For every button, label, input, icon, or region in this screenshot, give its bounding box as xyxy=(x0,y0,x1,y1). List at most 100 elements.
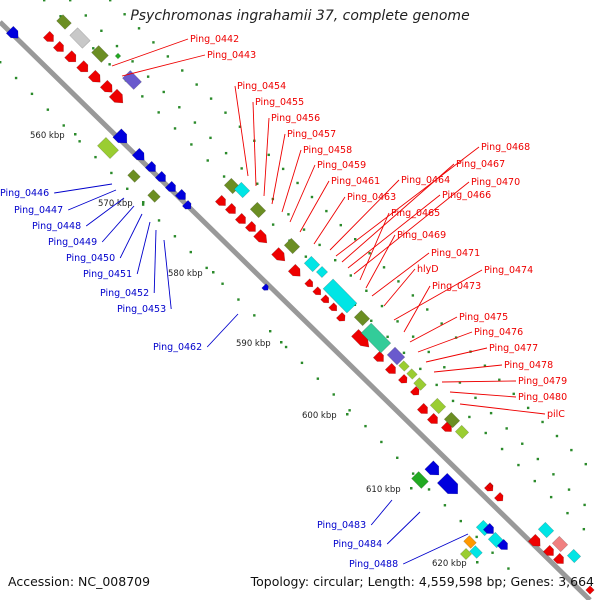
feature-olive[interactable] xyxy=(56,14,72,30)
forward-cds-feature[interactable] xyxy=(52,40,66,54)
feature-cyan[interactable] xyxy=(566,548,582,564)
forward-cds-feature[interactable] xyxy=(397,373,409,385)
feature-teal[interactable] xyxy=(360,322,392,354)
reverse-gene-label[interactable]: Ping_0488 xyxy=(349,559,398,570)
reverse-cds-feature[interactable] xyxy=(131,147,148,164)
forward-gene-label[interactable]: Ping_0471 xyxy=(431,248,480,259)
reverse-gene-label[interactable]: Ping_0446 xyxy=(0,188,49,199)
feature-cyan[interactable] xyxy=(315,265,329,279)
reverse-gene-label[interactable]: Ping_0453 xyxy=(117,304,166,315)
feature-lime[interactable] xyxy=(454,424,470,440)
forward-cds-feature[interactable] xyxy=(493,491,505,503)
feature-olive[interactable] xyxy=(353,309,371,327)
forward-cds-feature[interactable] xyxy=(99,79,116,96)
feature-lime[interactable] xyxy=(398,360,410,372)
reverse-gene-label[interactable]: Ping_0462 xyxy=(153,342,202,353)
forward-cds-feature[interactable] xyxy=(384,362,398,376)
feature-forward_cds[interactable] xyxy=(486,482,494,490)
forward-gene-label[interactable]: Ping_0461 xyxy=(331,176,380,187)
forward-gene-label[interactable]: pilC xyxy=(547,409,565,420)
forward-gene-label[interactable]: Ping_0474 xyxy=(484,265,533,276)
forward-cds-feature[interactable] xyxy=(335,311,347,323)
forward-cds-feature[interactable] xyxy=(304,278,316,290)
forward-cds-feature[interactable] xyxy=(108,88,127,107)
forward-gene-label[interactable]: Ping_0478 xyxy=(504,360,553,371)
forward-cds-feature[interactable] xyxy=(253,229,271,247)
reverse-cds-feature[interactable] xyxy=(112,128,131,147)
forward-gene-label[interactable]: Ping_0465 xyxy=(391,208,440,219)
feature-lime[interactable] xyxy=(413,377,427,391)
feature-olive[interactable] xyxy=(127,169,141,183)
reverse-gene-label[interactable]: Ping_0483 xyxy=(317,520,366,531)
forward-gene-label[interactable]: hlyD xyxy=(417,264,439,275)
reverse-cds-feature[interactable] xyxy=(164,180,178,194)
forward-gene-label[interactable]: Ping_0473 xyxy=(432,281,481,292)
forward-cds-feature[interactable] xyxy=(244,220,258,234)
feature-cyan[interactable] xyxy=(469,545,483,559)
reverse-gene-label[interactable]: Ping_0447 xyxy=(14,205,63,216)
reverse-cds-feature[interactable] xyxy=(154,170,168,184)
reverse-cds-feature[interactable] xyxy=(482,522,496,536)
reverse-cds-feature[interactable] xyxy=(174,188,188,202)
feature-lime[interactable] xyxy=(406,368,418,380)
forward-cds-feature[interactable] xyxy=(64,50,80,66)
forward-gene-label[interactable]: Ping_0477 xyxy=(489,343,538,354)
forward-cds-feature[interactable] xyxy=(76,60,92,76)
forward-gene-label[interactable]: Ping_0467 xyxy=(456,159,505,170)
forward-cds-feature[interactable] xyxy=(426,412,440,426)
reverse-gene-label[interactable]: Ping_0484 xyxy=(333,539,382,550)
forward-cds-feature[interactable] xyxy=(320,294,332,306)
forward-cds-feature[interactable] xyxy=(552,552,566,566)
forward-cds-feature[interactable] xyxy=(42,30,56,44)
forward-gene-label[interactable]: Ping_0457 xyxy=(287,129,336,140)
feature-grey[interactable] xyxy=(69,27,91,49)
reverse-gene-label[interactable]: Ping_0449 xyxy=(48,237,97,248)
forward-gene-label[interactable]: Ping_0458 xyxy=(303,145,352,156)
reverse-cds-feature[interactable] xyxy=(144,160,158,174)
feature-forward_cds[interactable] xyxy=(585,585,595,595)
forward-gene-label[interactable]: Ping_0459 xyxy=(317,160,366,171)
feature-lime[interactable] xyxy=(429,397,447,415)
forward-gene-label[interactable]: Ping_0456 xyxy=(271,113,320,124)
reverse-gene-label[interactable]: Ping_0452 xyxy=(100,288,149,299)
forward-cds-feature[interactable] xyxy=(271,247,289,265)
forward-gene-label[interactable]: Ping_0475 xyxy=(459,312,508,323)
reverse-gene-label[interactable]: Ping_0450 xyxy=(66,253,115,264)
forward-gene-label[interactable]: Ping_0454 xyxy=(237,81,286,92)
forward-cds-feature[interactable] xyxy=(234,212,248,226)
reverse-cds-feature[interactable] xyxy=(5,25,22,42)
forward-gene-label[interactable]: Ping_0463 xyxy=(347,192,396,203)
feature-olive[interactable] xyxy=(249,201,267,219)
reverse-cds-feature[interactable] xyxy=(424,460,443,479)
feature-olive[interactable] xyxy=(91,45,109,63)
feature-pink[interactable] xyxy=(551,535,569,553)
feature-slate[interactable] xyxy=(122,70,142,90)
feature-slate[interactable] xyxy=(386,346,406,366)
forward-gene-label[interactable]: Ping_0443 xyxy=(207,50,256,61)
forward-cds-feature[interactable] xyxy=(287,263,304,280)
forward-gene-label[interactable]: Ping_0466 xyxy=(442,190,491,201)
feature-lime[interactable] xyxy=(97,137,119,159)
forward-cds-feature[interactable] xyxy=(416,402,430,416)
forward-cds-feature[interactable] xyxy=(312,286,324,298)
feature-olive[interactable] xyxy=(283,237,301,255)
forward-cds-feature[interactable] xyxy=(214,194,228,208)
feature-olive[interactable] xyxy=(147,189,161,203)
reverse-cds-feature[interactable] xyxy=(261,283,270,292)
forward-gene-label[interactable]: Ping_0468 xyxy=(481,142,530,153)
forward-gene-label[interactable]: Ping_0455 xyxy=(255,97,304,108)
reverse-cds-feature[interactable] xyxy=(496,538,510,552)
forward-cds-feature[interactable] xyxy=(87,69,104,86)
forward-cds-feature[interactable] xyxy=(542,544,556,558)
reverse-cds-feature[interactable] xyxy=(436,472,462,499)
forward-gene-label[interactable]: Ping_0480 xyxy=(518,392,567,403)
reverse-gene-label[interactable]: Ping_0448 xyxy=(32,221,81,232)
forward-gene-label[interactable]: Ping_0442 xyxy=(190,34,239,45)
feature-cyan[interactable] xyxy=(233,181,251,199)
forward-gene-label[interactable]: Ping_0469 xyxy=(397,230,446,241)
forward-cds-feature[interactable] xyxy=(409,385,421,397)
forward-cds-feature[interactable] xyxy=(224,202,238,216)
feature-green[interactable] xyxy=(114,52,122,60)
forward-gene-label[interactable]: Ping_0470 xyxy=(471,177,520,188)
